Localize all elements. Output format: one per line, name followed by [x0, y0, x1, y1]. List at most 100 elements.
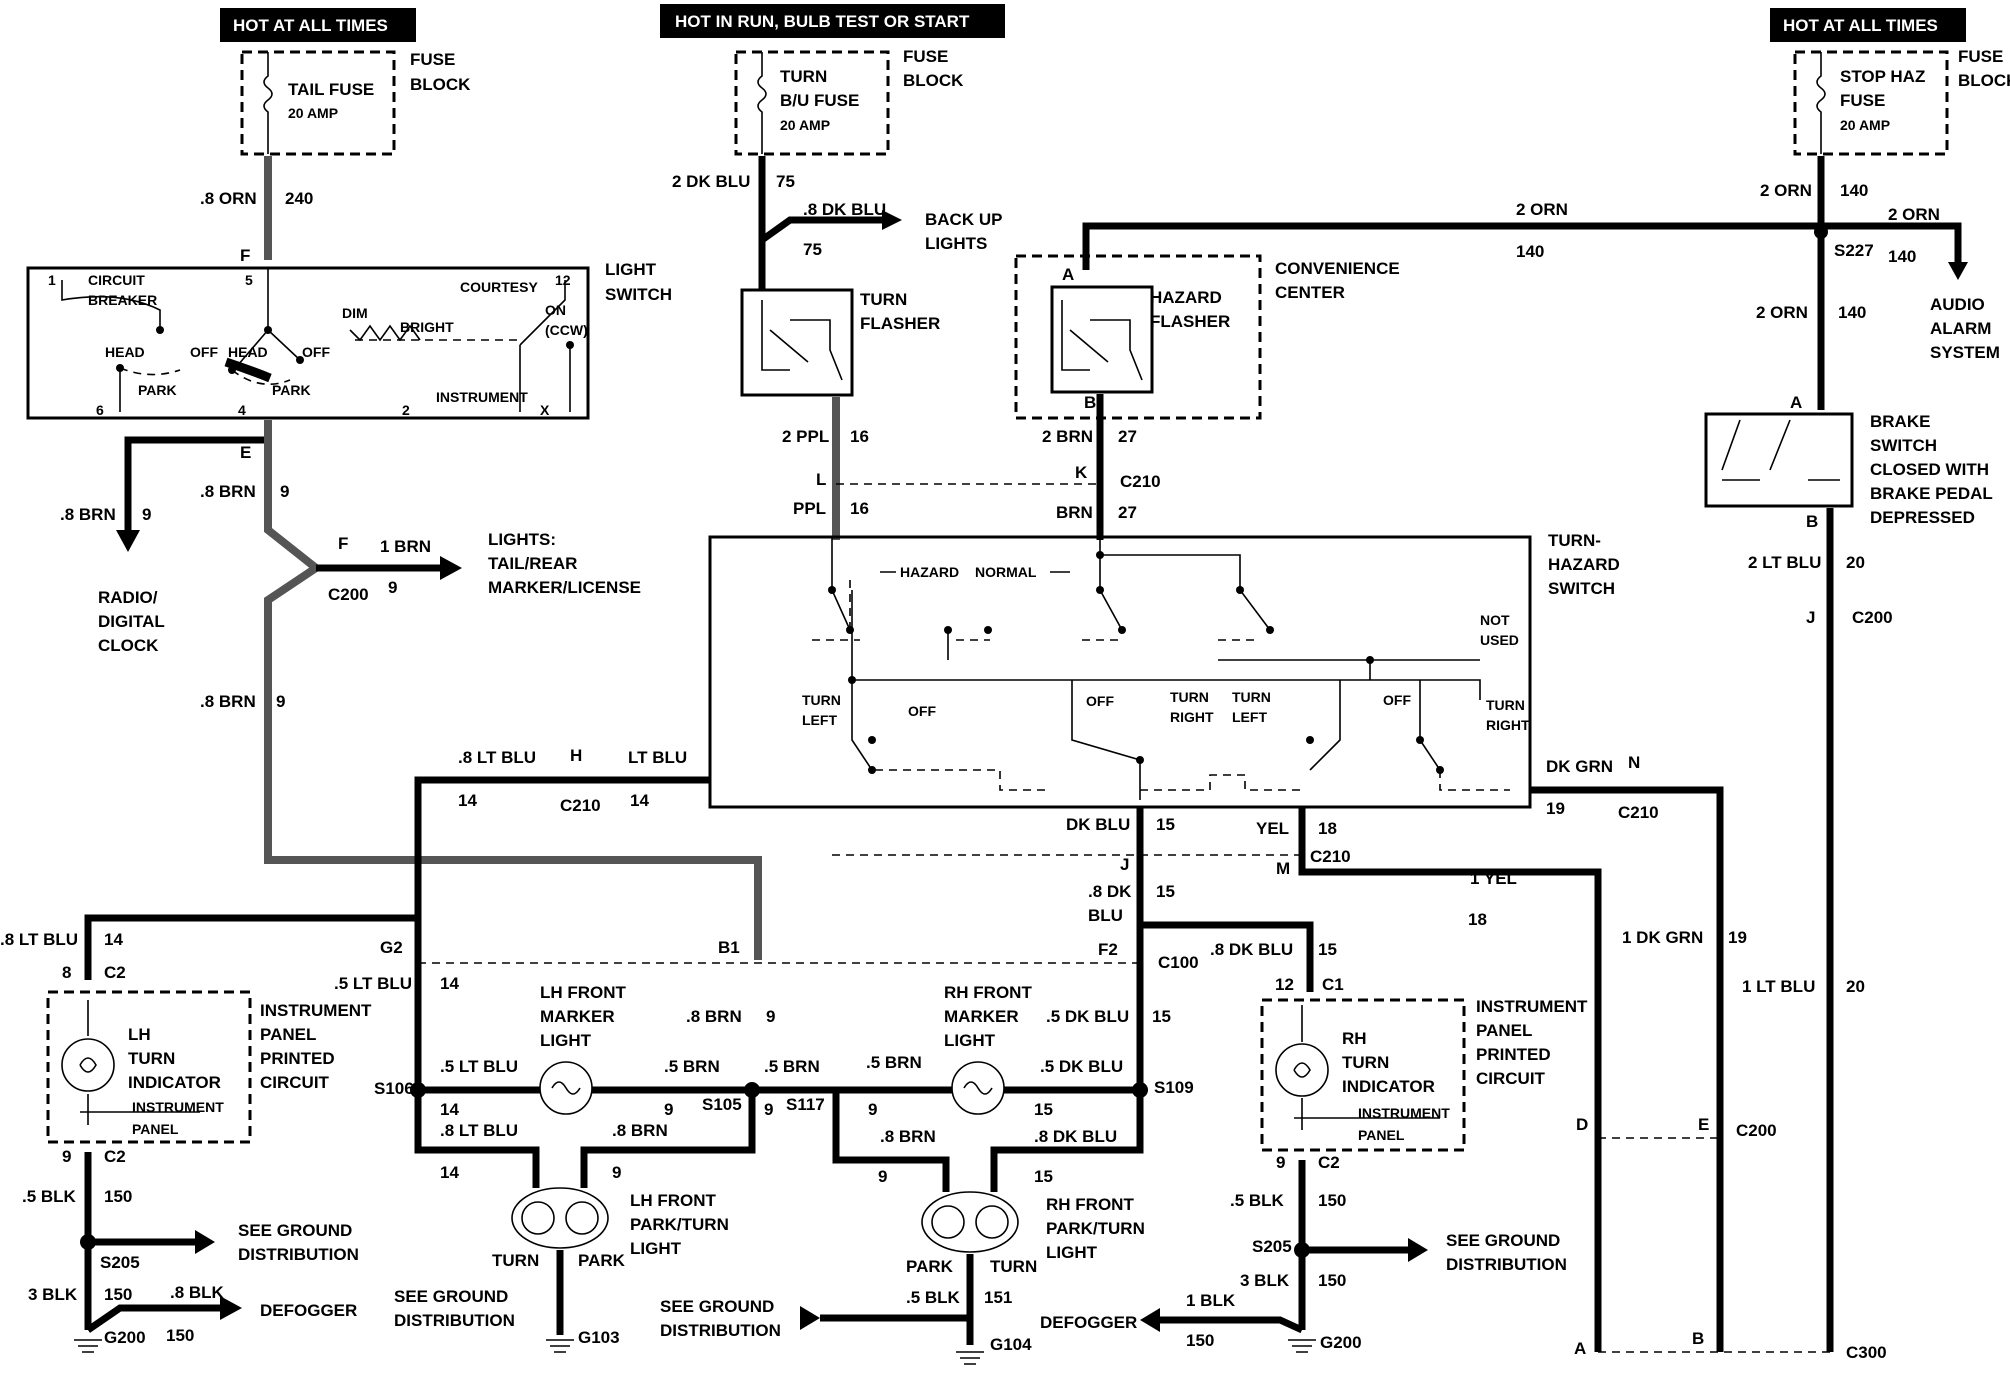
svg-text:.5 BLK: .5 BLK	[906, 1288, 961, 1307]
svg-text:B: B	[1084, 393, 1096, 412]
svg-text:PANEL: PANEL	[1358, 1127, 1405, 1143]
svg-text:BLOCK: BLOCK	[1958, 71, 2010, 90]
svg-text:AUDIO: AUDIO	[1930, 295, 1985, 314]
svg-text:G200: G200	[1320, 1333, 1362, 1352]
wire-14-ltblu: .8 LT BLU 14 H C210 LT BLU 14	[414, 746, 710, 1140]
svg-text:TURN: TURN	[1486, 697, 1525, 713]
svg-text:DEFOGGER: DEFOGGER	[260, 1301, 357, 1320]
svg-text:DIGITAL: DIGITAL	[98, 612, 165, 631]
svg-text:.8 DK BLU: .8 DK BLU	[1034, 1127, 1117, 1146]
svg-text:15: 15	[1318, 940, 1337, 959]
svg-text:18: 18	[1318, 819, 1337, 838]
svg-text:2 BRN: 2 BRN	[1042, 427, 1093, 446]
svg-text:.8 BRN: .8 BRN	[686, 1007, 742, 1026]
svg-text:1: 1	[48, 272, 56, 288]
svg-text:19: 19	[1546, 799, 1565, 818]
svg-text:PANEL: PANEL	[260, 1025, 316, 1044]
svg-text:LIGHT: LIGHT	[1046, 1243, 1098, 1262]
fuse-block-tail: TAIL FUSE 20 AMP FUSE BLOCK	[240, 50, 471, 156]
turn-hazard-switch: TURN- HAZARD SWITCH HAZARD NORMAL NOT US…	[708, 531, 1620, 809]
svg-text:J: J	[1806, 608, 1815, 627]
svg-text:TURN: TURN	[1342, 1053, 1389, 1072]
svg-text:1 BRN: 1 BRN	[380, 537, 431, 556]
svg-text:C200: C200	[1852, 608, 1893, 627]
svg-text:INSTRUMENT: INSTRUMENT	[436, 389, 528, 405]
lh-turn-indicator: LH TURN INDICATOR INSTRUMENT PANEL INSTR…	[22, 990, 372, 1353]
svg-text:S106: S106	[374, 1079, 414, 1098]
svg-text:C210: C210	[1618, 803, 1659, 822]
svg-text:BACK UP: BACK UP	[925, 210, 1002, 229]
svg-text:.8 LT BLU: .8 LT BLU	[0, 930, 78, 949]
svg-text:D: D	[1576, 1115, 1588, 1134]
svg-text:9: 9	[1276, 1153, 1285, 1172]
svg-text:C2: C2	[1318, 1153, 1340, 1172]
svg-text:9: 9	[868, 1100, 877, 1119]
svg-text:9: 9	[664, 1100, 673, 1119]
svg-text:HEAD: HEAD	[105, 344, 145, 360]
hazard-flasher: A B HAZARD FLASHER CONVENIENCE CENTER 2 …	[836, 254, 1400, 540]
svg-text:CONVENIENCE: CONVENIENCE	[1275, 259, 1400, 278]
svg-text:K: K	[1075, 463, 1088, 482]
rh-turn-indicator: RH TURN INDICATOR INSTRUMENT PANEL INSTR…	[1040, 972, 1588, 1353]
svg-text:OFF: OFF	[908, 703, 936, 719]
svg-text:LH: LH	[128, 1025, 151, 1044]
svg-text:OFF: OFF	[302, 344, 330, 360]
svg-text:SWITCH: SWITCH	[1548, 579, 1615, 598]
svg-text:240: 240	[285, 189, 313, 208]
svg-text:LT BLU: LT BLU	[628, 748, 687, 767]
lh-front-park-turn-light: .8 LT BLU 14 .8 BRN 9 LH FRONT PARK/TURN…	[394, 1090, 756, 1353]
svg-text:A: A	[1790, 393, 1802, 412]
svg-text:SEE GROUND: SEE GROUND	[394, 1287, 508, 1306]
svg-text:TURN-: TURN-	[1548, 531, 1601, 550]
svg-text:C2: C2	[104, 1147, 126, 1166]
svg-text:YEL: YEL	[1256, 819, 1289, 838]
wire-240: .8 ORN 240	[200, 156, 313, 260]
svg-text:140: 140	[1838, 303, 1866, 322]
svg-text:BLU: BLU	[1088, 906, 1123, 925]
svg-text:F: F	[338, 534, 348, 553]
svg-text:C300: C300	[1846, 1343, 1887, 1362]
svg-text:TURN: TURN	[780, 67, 827, 86]
svg-text:5: 5	[245, 272, 253, 288]
svg-text:DK GRN: DK GRN	[1546, 757, 1613, 776]
svg-text:15: 15	[1034, 1100, 1053, 1119]
svg-text:9: 9	[142, 505, 151, 524]
svg-text:9: 9	[612, 1163, 621, 1182]
wire-18-yel: YEL 18 M C210 1 YEL 18	[1256, 807, 1602, 1352]
svg-text:USED: USED	[1480, 632, 1519, 648]
svg-text:16: 16	[850, 499, 869, 518]
svg-text:RIGHT: RIGHT	[1170, 709, 1214, 725]
svg-text:2 ORN: 2 ORN	[1516, 200, 1568, 219]
svg-text:20 AMP: 20 AMP	[780, 117, 830, 133]
svg-text:BRAKE: BRAKE	[1870, 412, 1930, 431]
svg-text:(CCW): (CCW)	[545, 322, 588, 338]
svg-text:BLOCK: BLOCK	[410, 75, 471, 94]
wire-9-brn: .8 BRN 9 .8 BRN 9 1 BRN 9 LIGHTS: TAIL/R…	[60, 420, 762, 960]
svg-text:.5 BRN: .5 BRN	[764, 1057, 820, 1076]
svg-text:.5 LT BLU: .5 LT BLU	[334, 974, 412, 993]
svg-text:FLASHER: FLASHER	[860, 314, 940, 333]
turn-flasher: TURN FLASHER 2 PPL 16 L PPL 16	[740, 288, 940, 540]
svg-text:DK BLU: DK BLU	[1066, 815, 1130, 834]
svg-text:20: 20	[1846, 553, 1865, 572]
svg-text:SEE GROUND: SEE GROUND	[660, 1297, 774, 1316]
svg-text:PPL: PPL	[793, 499, 826, 518]
svg-text:CIRCUIT: CIRCUIT	[88, 272, 145, 288]
svg-text:PRINTED: PRINTED	[260, 1049, 335, 1068]
svg-text:TURN: TURN	[1170, 689, 1209, 705]
svg-text:12: 12	[1275, 975, 1294, 994]
svg-text:2 LT BLU: 2 LT BLU	[1748, 553, 1821, 572]
svg-text:MARKER: MARKER	[944, 1007, 1019, 1026]
svg-text:C200: C200	[1736, 1121, 1777, 1140]
svg-text:75: 75	[776, 172, 795, 191]
lh-front-marker-light: LH FRONT MARKER LIGHT S106 .5 LT BLU 14 …	[374, 983, 775, 1119]
svg-text:14: 14	[440, 1163, 459, 1182]
svg-text:.8 LT BLU: .8 LT BLU	[440, 1121, 518, 1140]
light-switch: LIGHT SWITCH 1 CIRCUIT BREAKER 5 COURTES…	[26, 246, 672, 462]
header-left: HOT AT ALL TIMES	[220, 8, 416, 42]
svg-text:.8 BRN: .8 BRN	[60, 505, 116, 524]
svg-text:INSTRUMENT: INSTRUMENT	[132, 1099, 224, 1115]
svg-text:S117: S117	[786, 1095, 825, 1114]
svg-text:18: 18	[1468, 910, 1487, 929]
svg-text:9: 9	[388, 578, 397, 597]
